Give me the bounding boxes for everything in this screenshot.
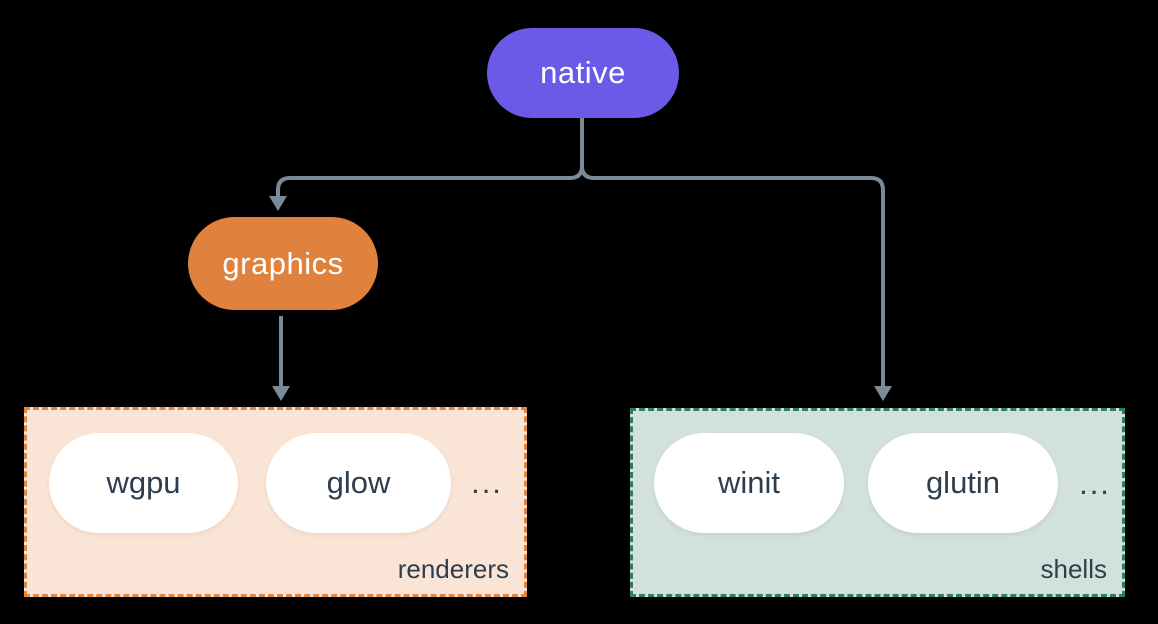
group-renderers: wgpu glow ... renderers xyxy=(24,407,527,597)
renderers-group-label: renderers xyxy=(397,554,509,584)
node-glutin-label: glutin xyxy=(925,465,1001,500)
node-native-label: native xyxy=(540,55,626,90)
node-winit: winit xyxy=(654,433,844,533)
node-winit-label: winit xyxy=(717,465,780,500)
shells-group-label: shells xyxy=(1040,554,1107,584)
edge-native-to-graphics xyxy=(276,117,584,197)
node-glutin: glutin xyxy=(868,433,1058,533)
edge-native-to-shells xyxy=(580,117,885,387)
node-glow: glow xyxy=(266,433,451,533)
arrowhead-shells xyxy=(874,386,892,401)
node-graphics: graphics xyxy=(188,217,378,310)
node-wgpu: wgpu xyxy=(49,433,238,533)
node-native: native xyxy=(487,28,679,118)
arrowhead-renderers xyxy=(272,386,290,401)
node-graphics-label: graphics xyxy=(222,245,344,281)
group-shells: winit glutin ... shells xyxy=(630,408,1125,597)
renderers-ellipsis: ... xyxy=(471,465,503,500)
node-wgpu-label: wgpu xyxy=(106,465,181,500)
shells-ellipsis: ... xyxy=(1079,466,1111,501)
arrowhead-graphics xyxy=(269,196,287,211)
node-glow-label: glow xyxy=(326,465,391,500)
